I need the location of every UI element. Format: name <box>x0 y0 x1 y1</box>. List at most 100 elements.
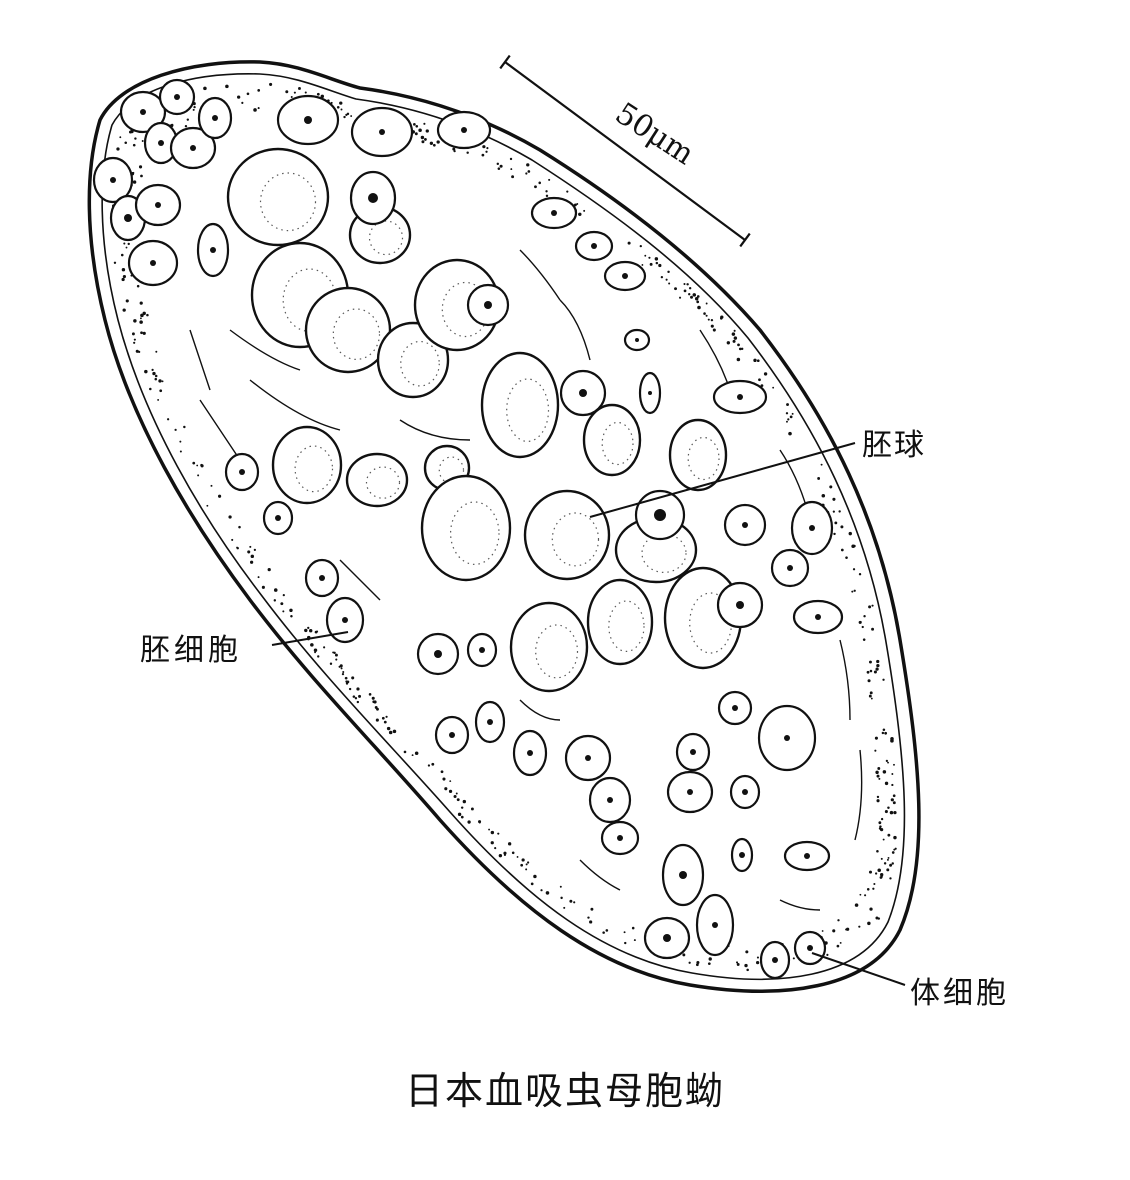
fiber <box>189 329 211 391</box>
cell-nucleus <box>804 853 810 859</box>
label-somatic-cell: 体细胞 <box>910 976 1009 1011</box>
cell-nucleus <box>736 601 744 609</box>
cell-nucleus <box>124 214 132 222</box>
cell-nucleus <box>732 705 738 711</box>
cell-nucleus <box>815 614 821 620</box>
cell-nucleus <box>174 94 180 100</box>
embryo-ball <box>509 601 589 693</box>
scale-bar <box>499 54 751 248</box>
somatic-cell-leader <box>811 952 906 986</box>
cell-nucleus <box>579 389 587 397</box>
nucleated-cells-group <box>92 78 844 980</box>
cell-nucleus <box>319 575 325 581</box>
label-leader-lines <box>271 442 906 986</box>
cell-nucleus <box>479 647 485 653</box>
cell-nucleus <box>212 115 218 121</box>
cell-nucleus <box>737 394 743 400</box>
fiber <box>519 249 561 301</box>
embryo-ball-inner <box>551 512 600 567</box>
figure-caption: 日本血吸虫母胞蚴 <box>404 1069 725 1113</box>
embryo-ball-inner <box>506 378 550 443</box>
cell-nucleus <box>379 129 385 135</box>
embryo-ball <box>226 147 330 247</box>
cell-nucleus <box>617 835 623 841</box>
fiber <box>229 329 301 371</box>
cell-nucleus <box>434 650 442 658</box>
cell-nucleus <box>663 934 671 942</box>
embryo-ball-inner <box>365 466 401 499</box>
cell-nucleus <box>635 338 639 342</box>
label-embryo-ball: 胚球 <box>862 428 926 463</box>
embryo-ball-inner <box>641 533 687 574</box>
cell-nucleus <box>772 957 778 963</box>
fiber <box>399 419 471 441</box>
embryo-ball-inner <box>294 445 334 493</box>
cell-nucleus <box>679 871 687 879</box>
cell-nucleus <box>607 797 613 803</box>
cell-nucleus <box>654 509 666 521</box>
cell-nucleus <box>275 515 281 521</box>
cell-nucleus <box>690 749 696 755</box>
cell-nucleus <box>742 522 748 528</box>
cell-nucleus <box>591 243 597 249</box>
fiber <box>339 559 381 601</box>
cell-nucleus <box>551 210 557 216</box>
embryo-ball <box>420 474 512 582</box>
cell-nucleus <box>622 273 628 279</box>
cell-nucleus <box>742 789 748 795</box>
embryo-ball <box>480 351 560 459</box>
germ-cell-leader <box>271 631 349 646</box>
embryo-ball-inner <box>601 421 634 466</box>
cell-nucleus <box>648 391 652 395</box>
embryo-ball-inner <box>438 456 465 484</box>
cell-nucleus <box>784 735 790 741</box>
cell-nucleus <box>484 301 492 309</box>
embryo-ball <box>582 403 642 477</box>
cell-nucleus <box>585 755 591 761</box>
embryo-ball <box>523 489 611 581</box>
cell-nucleus <box>140 109 146 115</box>
embryo-ball-inner <box>687 436 720 481</box>
cell-nucleus <box>368 193 378 203</box>
embryo-ball-inner <box>400 340 440 387</box>
embryo-ball-inner <box>608 600 645 653</box>
cell-nucleus <box>210 247 216 253</box>
embryo-ball-inner <box>449 501 500 566</box>
cell-nucleus <box>158 140 164 146</box>
fiber <box>249 379 341 431</box>
cell-nucleus <box>712 922 718 928</box>
cell-nucleus <box>687 789 693 795</box>
embryo-ball-inner <box>535 624 579 679</box>
fiber <box>854 749 863 841</box>
cell-nucleus <box>239 469 245 475</box>
embryo-ball <box>345 452 409 508</box>
label-germ-cell: 胚细胞 <box>140 633 242 668</box>
embryo-ball-inner <box>368 220 404 256</box>
fiber <box>559 299 591 361</box>
cell-nucleus <box>461 127 467 133</box>
fiber <box>779 899 821 911</box>
fiber <box>839 639 851 721</box>
cell-nucleus <box>809 525 815 531</box>
embryo-ball <box>271 425 343 505</box>
cell-nucleus <box>807 945 813 951</box>
cell-nucleus <box>739 852 745 858</box>
cell-nucleus <box>150 260 156 266</box>
cell-nucleus <box>110 177 116 183</box>
embryo-ball-inner <box>332 308 381 361</box>
embryo-balls-group <box>226 147 743 693</box>
embryo-ball <box>668 418 728 492</box>
embryo-ball-leader <box>589 442 856 518</box>
fiber <box>519 699 561 721</box>
embryo-ball <box>304 286 392 374</box>
cell-nucleus <box>304 116 312 124</box>
cell-nucleus <box>342 617 348 623</box>
scale-bar-line <box>504 61 746 241</box>
cell-nucleus <box>190 145 196 151</box>
cell-nucleus <box>487 719 493 725</box>
cell-nucleus <box>787 565 793 571</box>
scale-bar-tick-end <box>739 232 751 248</box>
fiber <box>579 859 621 891</box>
scale-bar-tick-start <box>499 54 511 70</box>
